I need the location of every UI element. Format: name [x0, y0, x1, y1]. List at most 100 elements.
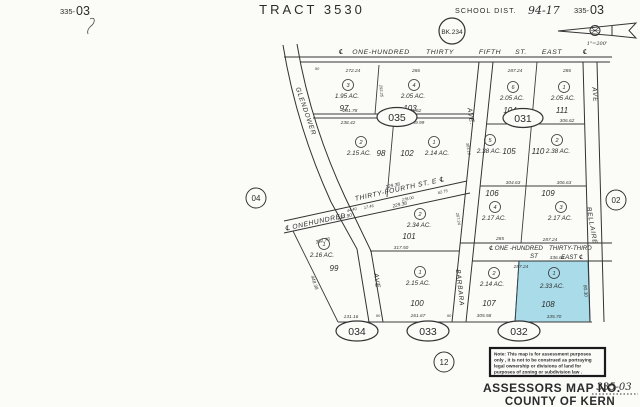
dim-label: 302.78 — [315, 236, 331, 245]
lot-line — [520, 61, 538, 244]
parcel-lot-number: 97 — [340, 104, 349, 113]
badge-label: 033 — [419, 326, 437, 338]
bellaire-ave-label: AVE — [590, 86, 599, 103]
badge-label: 034 — [348, 326, 366, 338]
dim-label: 292.25 — [378, 84, 384, 98]
dim-label: 306.62 — [560, 118, 575, 124]
dim-label: 238.42 — [340, 120, 356, 126]
lot-line — [386, 117, 395, 198]
parcel-lot-number: 101 — [402, 232, 415, 241]
parcel-acreage: 2.14 AC. — [479, 281, 504, 288]
centerline-icon: ℄ — [339, 49, 344, 56]
dim-label: 278.00 — [400, 195, 415, 203]
parcel-lot-number: 109 — [541, 189, 555, 198]
dim-label: 90 — [447, 313, 452, 318]
street-133rd-label: ℄ ONE -HUNDRED — [489, 245, 543, 252]
parcel-circle-number: 2 — [554, 138, 558, 144]
glendower-ave-east-line — [296, 43, 384, 323]
dim-label: 317.50 — [394, 245, 409, 251]
assessors-map-number: 335-03 — [596, 382, 631, 393]
book-badge-label: BK.234 — [441, 29, 463, 36]
dim-label: 132.90 — [337, 212, 353, 221]
note-line: Note: This map is for assessment purpose… — [494, 352, 592, 357]
parcel-106: 4 2.17 AC. 106 — [481, 189, 506, 222]
street-134th-label: THIRTY-FOURTH ST. E ℄ — [354, 176, 445, 203]
dimension-labels: 272.24 286 287.24 286 90 281.78 305.62 2… — [309, 66, 589, 320]
scale-note: 1"=200' — [587, 41, 608, 47]
assessors-map-label: ASSESSORS MAP NO. — [483, 381, 621, 395]
parcel-circle-number: 5 — [488, 138, 492, 144]
dim-label: 448.38 — [309, 275, 319, 291]
parcel-circle-number: 1 — [322, 242, 325, 248]
parcel-circle-number: 4 — [412, 83, 415, 89]
parcel-circle-number: 1 — [418, 270, 421, 276]
parcel-acreage: 2.33 AC. — [539, 283, 564, 290]
parcel-circle-number: 3 — [346, 83, 350, 89]
badge-04: 04 — [245, 187, 267, 209]
street-133rd-label: THIRTY-THIRD — [549, 245, 592, 252]
barbara-ave-west-line — [451, 61, 480, 323]
dim-label: 17.46 — [363, 203, 375, 210]
lot-line — [514, 260, 520, 323]
dim-label: 335.70 — [547, 314, 562, 320]
parcel-lot-number: 105 — [502, 147, 516, 156]
street-134th-label: ℄ ONEHUNDRED — [285, 212, 347, 232]
parcel-97: 3 1.95 AC. 97 — [335, 79, 359, 113]
parcel-lot-number: 102 — [400, 149, 414, 158]
parcel-acreage: 2.14 AC. — [424, 150, 449, 157]
dim-label: 90 — [376, 313, 381, 318]
dim-label: 62.75 — [437, 188, 449, 195]
street-135th-label: EAST — [542, 49, 562, 56]
scale-arrow-icon — [557, 22, 638, 39]
parcel-103: 4 2.05 AC. 103 — [400, 79, 425, 113]
dim-label: 229.38 — [391, 200, 408, 209]
parcel-circle-number: 1 — [432, 140, 435, 146]
street-135th-label: FIFTH — [479, 49, 501, 56]
parcel-acreage: 2.16 AC. — [309, 252, 334, 259]
parcel-acreage: 2.15 AC. — [346, 150, 371, 157]
note-line: legal ownership or divisions of land for — [494, 364, 581, 369]
glendower-ave-west-line — [282, 44, 370, 323]
dim-label: 287.24 — [455, 211, 462, 226]
glendower-ave-label: AVE — [372, 272, 381, 289]
badge-label: 032 — [510, 326, 528, 338]
dim-label: 281.78 — [342, 108, 358, 114]
dim-label: 306.63 — [557, 180, 572, 186]
disclaimer-note: Note: This map is for assessment purpose… — [488, 346, 607, 378]
parcel-111: 1 2.05 AC. 111 — [550, 81, 575, 115]
barbara-ave-label: AVE. — [465, 106, 475, 126]
street-134th-lower-line — [283, 192, 471, 234]
dim-label: 287.24 — [513, 264, 529, 270]
sheet-number-right-prefix: 335- — [574, 6, 590, 15]
parcel-102: 1 2.14 AC. 102 — [400, 136, 449, 158]
parcel-105: 5 2.38 AC. 105 — [476, 134, 516, 156]
parcel-110: 2 2.38 AC. 110 — [532, 134, 570, 156]
dim-label: 305.62 — [407, 108, 422, 114]
parcel-108: 1 2.33 AC. 108 — [539, 267, 564, 309]
page-reference-badges: 035 031 034 033 032 04 02 12 — [245, 106, 627, 373]
dim-label: 44.40 — [346, 206, 358, 213]
parcel-circle-number: 6 — [511, 85, 515, 91]
dim-label: 286 — [411, 68, 420, 74]
parcel-lot-number: 108 — [541, 300, 555, 309]
header: 335-03 TRACT 3530 SCHOOL DIST. 94-17 335… — [60, 2, 638, 47]
street-135th-label: THIRTY — [426, 49, 454, 56]
parcel-lot-number: 110 — [532, 147, 545, 156]
dim-label: 304.63 — [506, 180, 521, 186]
pen-squiggle — [87, 17, 95, 35]
parcel-acreage: 2.05 AC. — [550, 95, 575, 102]
parcel-lot-number: 100 — [410, 299, 424, 308]
parcel-acreage: 2.05 AC. — [499, 95, 524, 102]
dim-label: 286 — [562, 68, 571, 74]
lot-line — [292, 230, 339, 323]
sheet-number-right: 03 — [590, 3, 604, 17]
dim-label: 90 — [315, 66, 320, 71]
parcel-labels: 3 1.95 AC. 97 4 2.05 AC. 103 6 2.05 AC. … — [309, 79, 575, 309]
parcel-circle-number: 3 — [559, 205, 563, 211]
badge-label: 031 — [514, 113, 532, 125]
badge-label: 035 — [388, 112, 406, 124]
barbara-ave-label: BARBARA — [454, 269, 465, 307]
dim-label: 229.38 — [384, 181, 401, 190]
parcel-acreage: 2.38 AC. — [545, 148, 570, 155]
